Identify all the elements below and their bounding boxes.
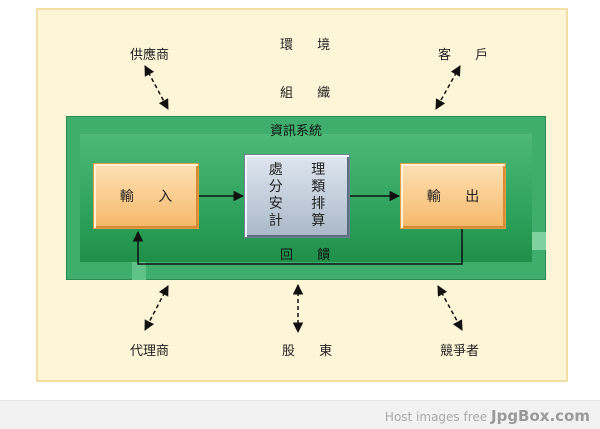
output-box: 輸 出 [400, 163, 506, 229]
input-box: 輸 入 [93, 163, 199, 229]
output-label: 輸 出 [426, 189, 490, 205]
process-line-3: 安 排 [268, 196, 338, 212]
environment-label: 環 境 [280, 38, 341, 53]
process-line-1: 處 理 [268, 162, 338, 178]
process-line-4: 計 算 [268, 213, 338, 229]
feedback-loop-arrow [132, 229, 463, 265]
shareholders-label: 股 東 [282, 344, 343, 359]
footer-brand: JpgBox.com [491, 407, 590, 425]
footer-bar: Host images free JpgBox.com [0, 400, 600, 429]
process-box: 處 理 分 類 安 排 計 算 [244, 154, 350, 238]
competitors-arrow [437, 285, 463, 331]
customers-label: 客 戶 [438, 48, 499, 63]
agents-label: 代理商 [130, 344, 170, 359]
customers-arrow [435, 65, 461, 110]
competitors-label: 競爭者 [440, 344, 480, 359]
feedback-label: 回 饋 [280, 248, 341, 263]
suppliers-arrow [144, 65, 169, 110]
process-line-2: 分 類 [268, 179, 338, 195]
suppliers-label: 供應商 [130, 48, 170, 63]
input-label: 輸 入 [119, 189, 183, 205]
info-system-label: 資訊系統 [270, 124, 323, 139]
footer-prefix: Host images free [384, 410, 488, 424]
organization-label: 組 織 [280, 86, 341, 101]
agents-arrow [144, 285, 169, 331]
footer-credit[interactable]: Host images free JpgBox.com [385, 407, 590, 425]
